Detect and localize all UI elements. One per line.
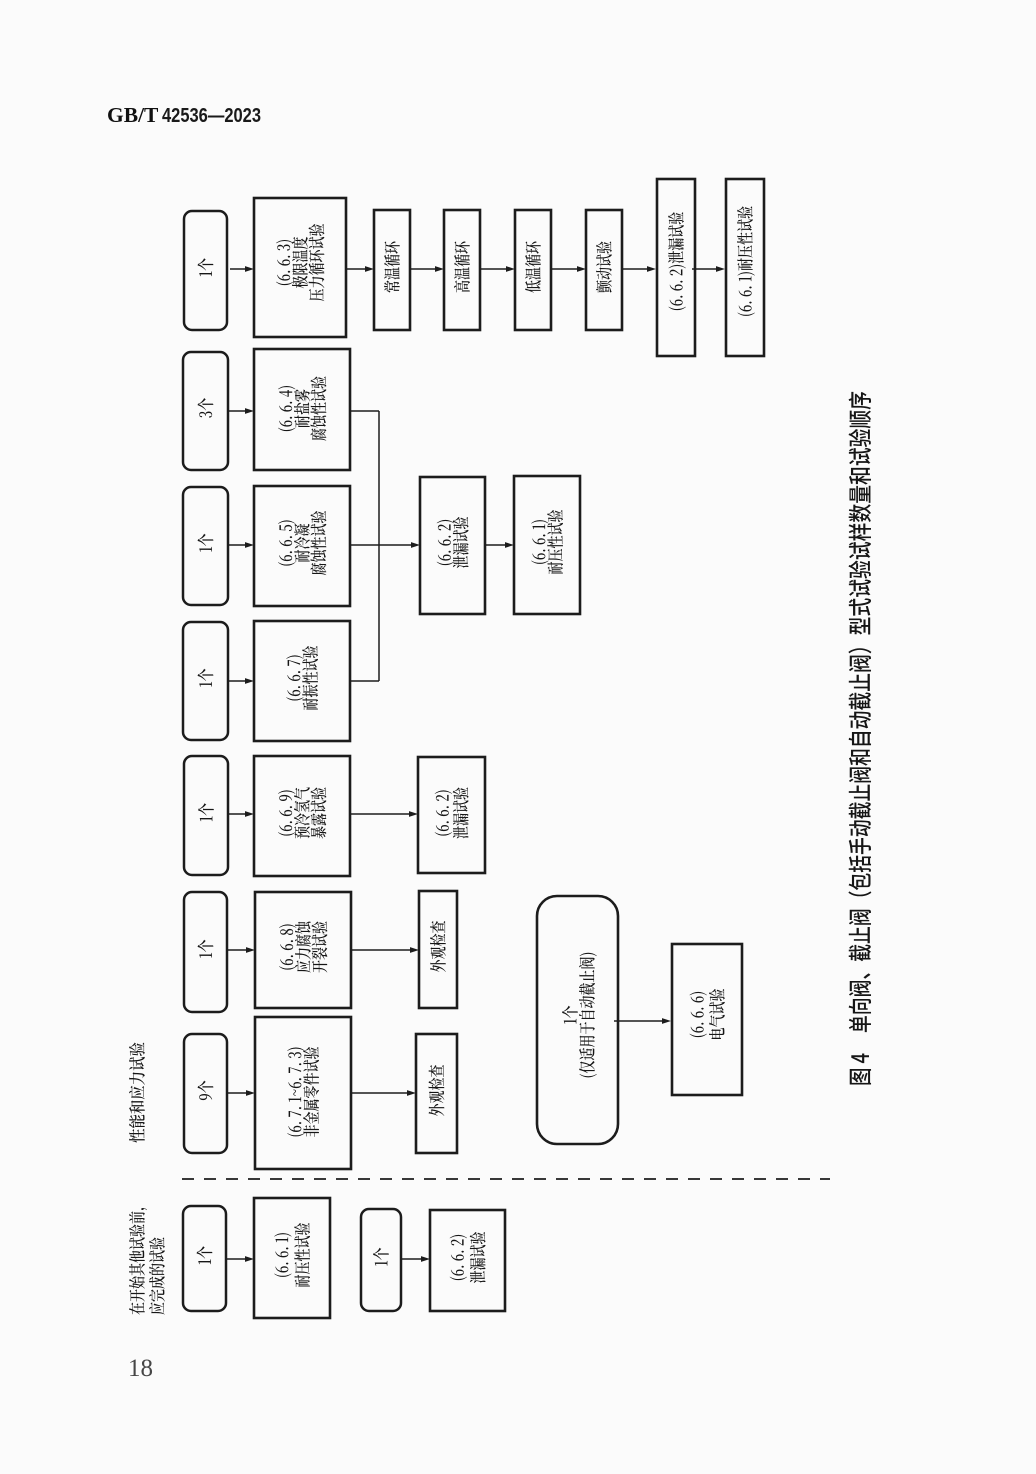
svg-text:18: 18 (128, 1355, 153, 1382)
svg-text:42536—2023: 42536—2023 (162, 105, 261, 127)
svg-text:GB/T: GB/T (107, 103, 159, 127)
